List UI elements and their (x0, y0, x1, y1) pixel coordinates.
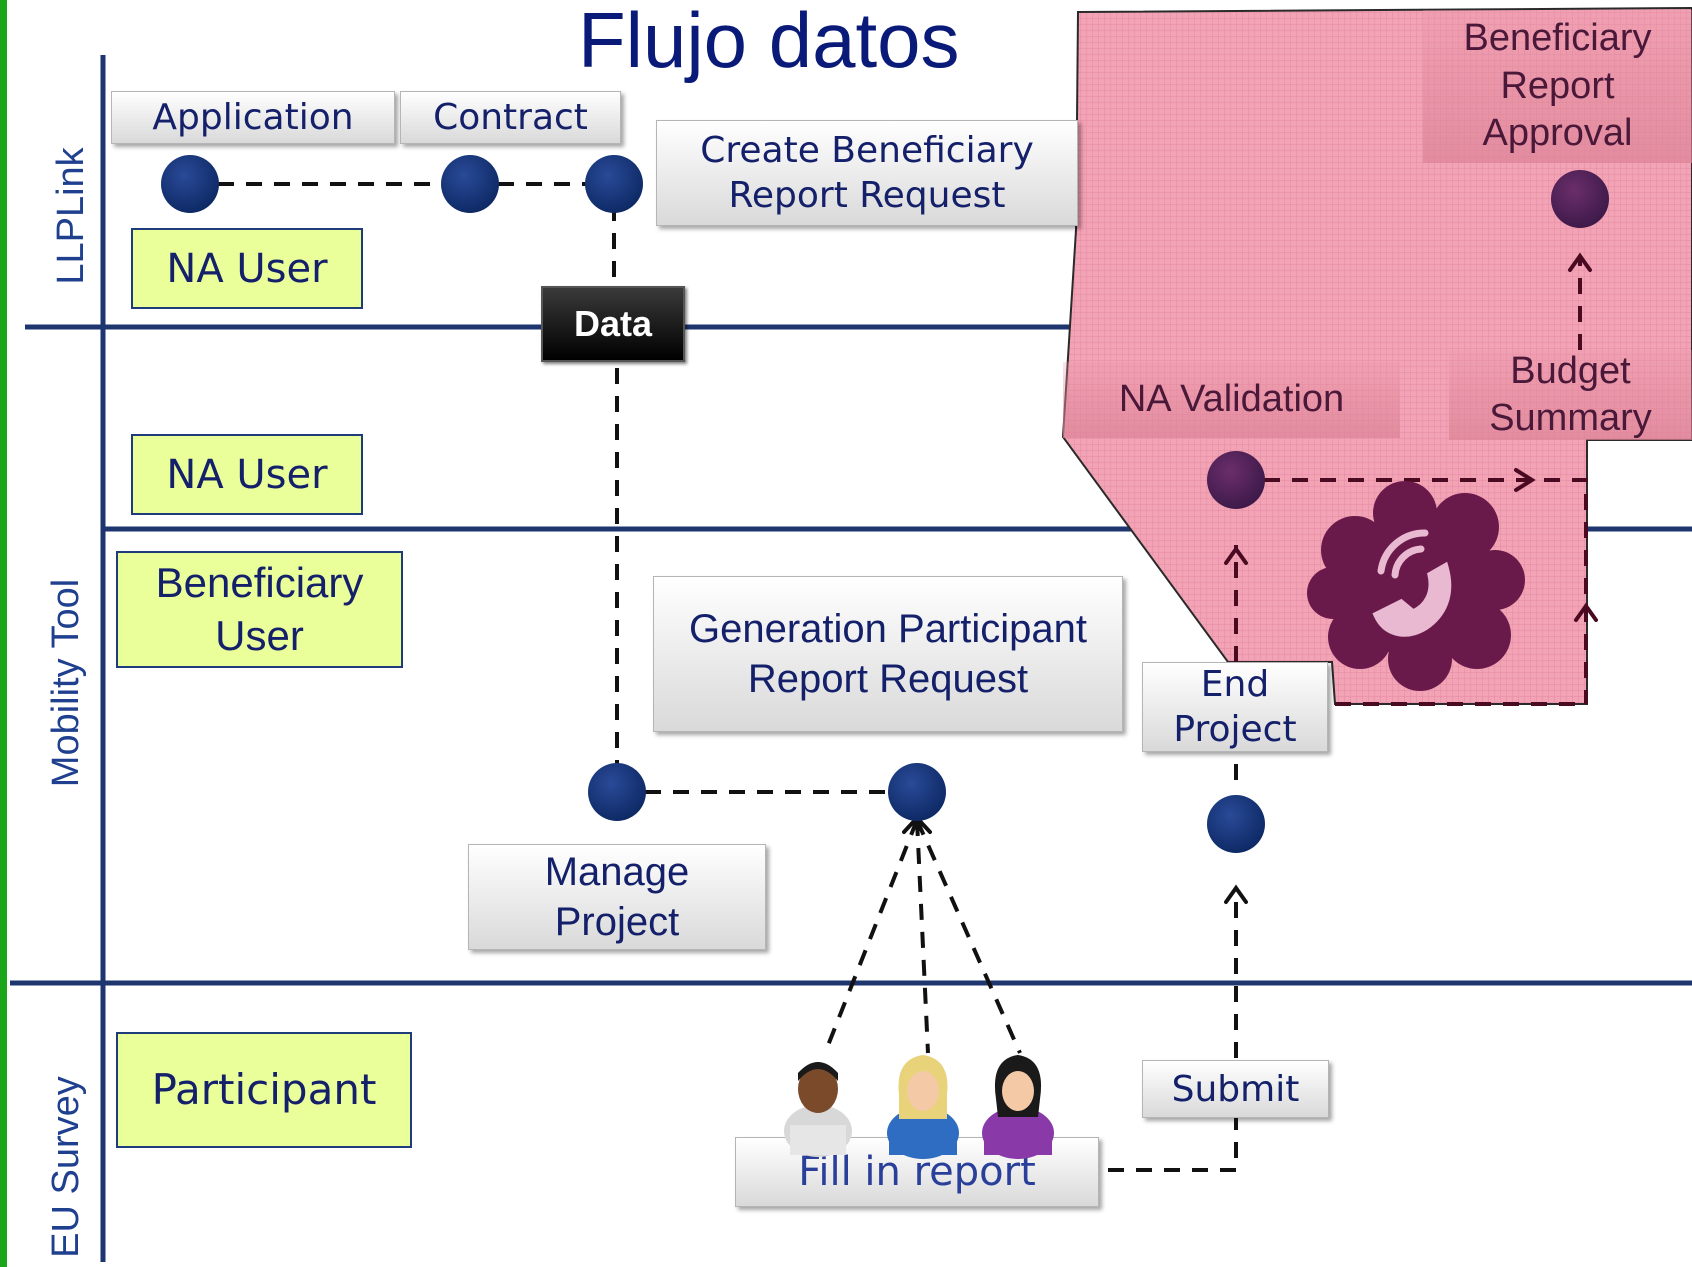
phone-cloud-icon (1307, 481, 1525, 691)
actor-na-user-llplink: NA User (131, 228, 363, 309)
circle-node-icon (1207, 795, 1265, 853)
actor-na-user-mobility: NA User (131, 434, 363, 515)
lane-label-mobility-tool: Mobility Tool (45, 578, 87, 788)
actor-participant: Participant (116, 1032, 412, 1148)
circle-node-icon (161, 155, 219, 213)
step-create-beneficiary-report-request: Create Beneficiary Report Request (656, 120, 1078, 226)
step-fill-in-report: Fill in report (735, 1137, 1099, 1207)
lane-label-eu-survey: EU Survey (45, 1076, 87, 1258)
lane-label-llplink: LLPLink (50, 147, 92, 285)
circle-node-icon (441, 155, 499, 213)
arrowhead-generation (902, 815, 932, 834)
arrowhead-budget (1514, 468, 1536, 492)
circle-node-icon (588, 763, 646, 821)
sidebar-accent-bar (0, 0, 7, 1267)
step-end-project: End Project (1142, 662, 1328, 752)
connector-participant-2 (915, 819, 930, 1054)
arrowhead-budget-up (1574, 602, 1598, 622)
arrowhead-approval (1568, 252, 1592, 272)
step-generation-participant-report-request: Generation Participant Report Request (653, 576, 1123, 732)
data-badge: Data (541, 286, 685, 362)
connector-participant-1 (823, 819, 919, 1054)
circle-node-icon (1207, 451, 1265, 509)
step-budget-summary: Budget Summary (1449, 350, 1692, 440)
step-na-validation: NA Validation (1063, 362, 1400, 438)
arrowhead-validation (1224, 545, 1248, 565)
step-application: Application (111, 91, 395, 144)
circle-node-icon (888, 763, 946, 821)
step-manage-project: Manage Project (468, 844, 766, 950)
arrowhead-end-node (1224, 884, 1248, 904)
circle-node-icon (1551, 170, 1609, 228)
connector-participant-3 (915, 819, 1022, 1054)
circle-node-icon (585, 155, 643, 213)
step-beneficiary-report-approval: Beneficiary Report Approval (1423, 10, 1692, 163)
step-submit: Submit (1142, 1060, 1329, 1118)
actor-beneficiary-user: Beneficiary User (116, 551, 403, 668)
step-contract: Contract (400, 91, 621, 144)
page-title: Flujo datos (578, 0, 960, 84)
connector-fill-to-submit (1108, 1118, 1238, 1172)
